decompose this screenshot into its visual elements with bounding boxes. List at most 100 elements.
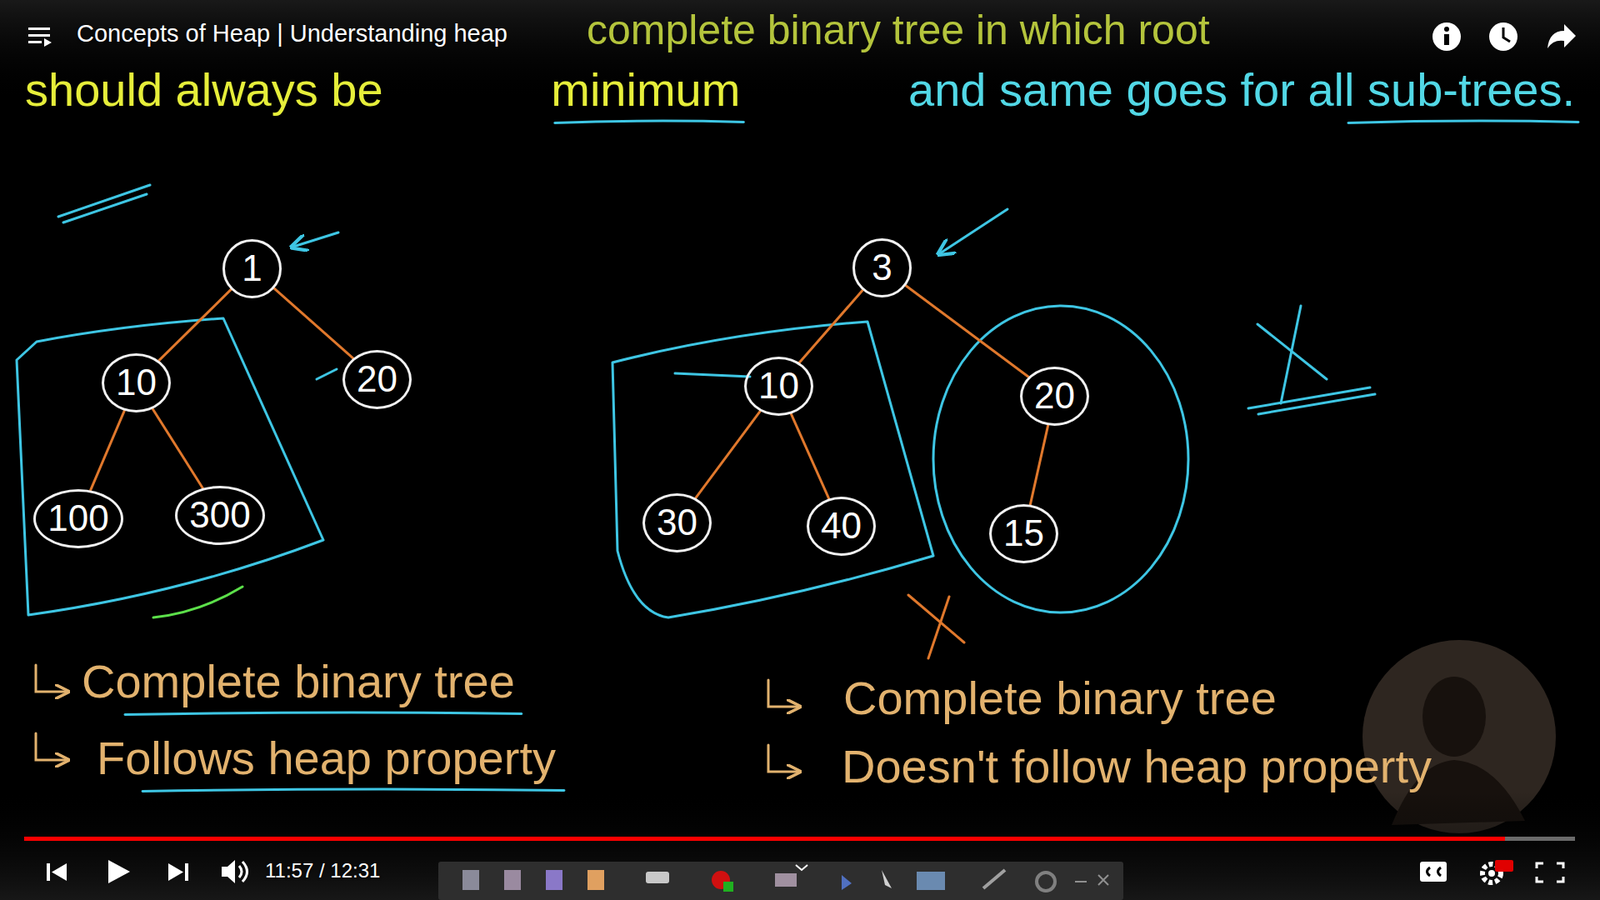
decor-stroke — [775, 873, 797, 887]
tree-edge — [790, 414, 829, 500]
share-icon — [1547, 24, 1576, 49]
decor-stroke — [587, 870, 605, 890]
decor-stroke — [1432, 22, 1461, 51]
underline-stroke — [125, 712, 522, 715]
node-value: 300 — [189, 494, 250, 537]
decor-stroke — [545, 870, 563, 890]
tree-edge — [159, 289, 232, 360]
video-title: Concepts of Heap | Understanding heap — [76, 20, 508, 48]
decor-stroke — [63, 194, 147, 223]
decor-stroke — [675, 373, 750, 377]
player-settings — [1420, 860, 1564, 883]
heap-node: 3 — [852, 238, 912, 298]
note-text: Complete binary tree — [81, 655, 515, 709]
node-value: 10 — [758, 365, 800, 408]
heap-node: 40 — [806, 496, 876, 556]
video-time: 11:57 / 12:31 — [265, 859, 380, 883]
tree-edge — [1030, 425, 1048, 505]
heap-node: 20 — [1020, 366, 1090, 426]
node-value: 10 — [115, 361, 157, 405]
tree-edge — [799, 290, 863, 363]
info-icon — [1432, 22, 1461, 51]
decor-stroke — [1036, 872, 1055, 891]
decor-stroke — [1444, 34, 1450, 45]
decor-stroke — [168, 863, 184, 881]
decor-stroke — [1420, 861, 1447, 882]
decor-stroke — [841, 875, 852, 890]
heading-keyword: minimum — [550, 63, 740, 117]
decor-stroke — [16, 318, 324, 615]
drawing-toolbar — [438, 861, 1124, 900]
bottom-overlay — [0, 791, 1600, 900]
decor-stroke — [293, 232, 339, 247]
cross-mark — [908, 595, 965, 659]
decor-stroke — [645, 871, 670, 884]
heading-text: and same goes for all sub-trees. — [908, 63, 1575, 117]
underline-stroke — [555, 120, 745, 123]
decor-stroke — [881, 870, 892, 889]
decor-stroke — [242, 861, 248, 882]
decor-stroke — [239, 865, 242, 878]
progress-bar — [24, 836, 1505, 841]
decor-stroke — [612, 321, 934, 618]
check-mark — [153, 586, 243, 618]
decor-stroke — [1495, 860, 1514, 872]
heading-row: should always be minimum and same goes for… — [25, 63, 1575, 117]
decor-stroke — [933, 305, 1189, 613]
decor-stroke — [316, 369, 337, 380]
decor-stroke — [35, 733, 67, 760]
check-mark — [58, 185, 750, 380]
heap-node: 20 — [342, 350, 412, 410]
decor-stroke — [28, 34, 50, 37]
pointer-arrow — [293, 209, 1008, 254]
decor-stroke — [185, 863, 189, 881]
tree-edge — [90, 410, 125, 490]
note-text: Complete binary tree — [843, 671, 1277, 725]
decor-stroke — [795, 865, 808, 870]
heap-node: 10 — [101, 353, 171, 413]
decor-stroke — [940, 209, 1008, 254]
decor-stroke — [46, 863, 50, 881]
decor-stroke — [916, 871, 945, 890]
heap-node: 30 — [642, 493, 712, 553]
player-controls — [46, 860, 248, 884]
decor-stroke — [504, 870, 521, 890]
heap-node: 10 — [744, 356, 814, 416]
underline-stroke — [142, 789, 565, 791]
decor-stroke — [1444, 26, 1450, 32]
cross-mark — [1248, 305, 1375, 415]
decor-stroke — [462, 870, 480, 890]
subtree-outline — [16, 305, 1189, 618]
node-value: 20 — [1034, 375, 1075, 418]
decor-stroke — [44, 38, 52, 47]
heap-node: 15 — [989, 504, 1059, 564]
clock-icon — [1489, 22, 1518, 51]
decor-stroke — [983, 870, 1005, 889]
heading-text: complete binary tree in which root — [586, 6, 1210, 55]
node-value: 3 — [871, 246, 892, 290]
decor-stroke — [1075, 875, 1109, 885]
node-value: 100 — [47, 497, 109, 540]
node-value: 40 — [820, 505, 862, 548]
decor-stroke — [1489, 22, 1518, 51]
node-value: 20 — [356, 358, 398, 401]
decor-stroke — [928, 596, 950, 659]
decor-stroke — [58, 185, 150, 217]
note-text: Follows heap property — [96, 731, 556, 785]
tree-edge — [695, 410, 760, 498]
decor-stroke — [1258, 394, 1375, 415]
decor-stroke — [768, 745, 799, 772]
heap-node: 300 — [175, 485, 265, 545]
decor-stroke — [1488, 870, 1495, 877]
decor-stroke — [1422, 676, 1486, 757]
node-value: 1 — [241, 247, 262, 290]
decor-stroke — [768, 680, 799, 707]
decor-stroke — [1280, 305, 1301, 404]
decor-stroke — [1503, 27, 1510, 42]
heading-text: should always be — [25, 63, 384, 117]
menu-icon — [28, 27, 52, 47]
decor-stroke — [221, 860, 235, 884]
decor-stroke — [438, 861, 1124, 900]
node-value: 30 — [656, 501, 698, 545]
